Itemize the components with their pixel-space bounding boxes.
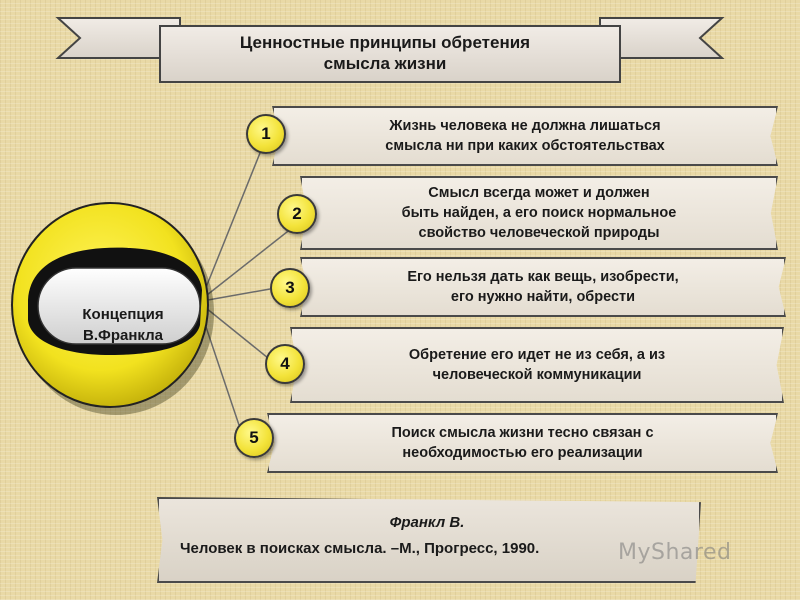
principle-text-4: Обретение его идет не из себя, а из чело…: [408, 347, 666, 383]
connector-line-1: [204, 147, 263, 291]
principle-box-1: Жизнь человека не должна лишаться смысла…: [272, 106, 778, 166]
connector-line-3: [207, 288, 271, 301]
principle-box-4: Обретение его идет не из себя, а из чело…: [290, 327, 784, 403]
title-line-1: Ценностные принципы обретения: [239, 33, 531, 52]
number-badge-5: 5: [234, 418, 274, 458]
concept-line-1: Концепция: [82, 306, 164, 323]
number-badge-2: 2: [277, 194, 317, 234]
principle-box-2: Смысл всегда может и должен быть найден,…: [300, 176, 778, 250]
principle-text-3: Его нельзя дать как вещь, изобрести, его…: [407, 269, 679, 305]
principle-text-1: Жизнь человека не должна лишаться смысла…: [385, 118, 665, 154]
principle-text-2: Смысл всегда может и должен быть найден,…: [401, 185, 677, 241]
source-author: Франкл В.: [389, 514, 465, 531]
principle-text-5: Поиск смысла жизни тесно связан с необхо…: [391, 425, 654, 461]
principle-box-3: Его нельзя дать как вещь, изобрести, его…: [300, 257, 786, 317]
connector-line-4: [205, 307, 269, 359]
principle-box-5: Поиск смысла жизни тесно связан с необхо…: [267, 413, 778, 473]
title-line-2: смысла жизни: [323, 54, 447, 73]
connector-line-5: [202, 317, 241, 429]
source-box: [157, 497, 701, 583]
concept-line-2: В.Франкла: [83, 327, 163, 344]
watermark: MyShared: [618, 540, 732, 565]
number-badge-3: 3: [270, 268, 310, 308]
concept-label: Концепция В.Франкла: [48, 304, 198, 346]
number-badge-4: 4: [265, 344, 305, 384]
page-title: Ценностные принципы обретения смысла жиз…: [175, 32, 595, 74]
source-title: Человек в поисках смысла. –М., Прогресс,…: [180, 540, 540, 557]
number-badge-1: 1: [246, 114, 286, 154]
